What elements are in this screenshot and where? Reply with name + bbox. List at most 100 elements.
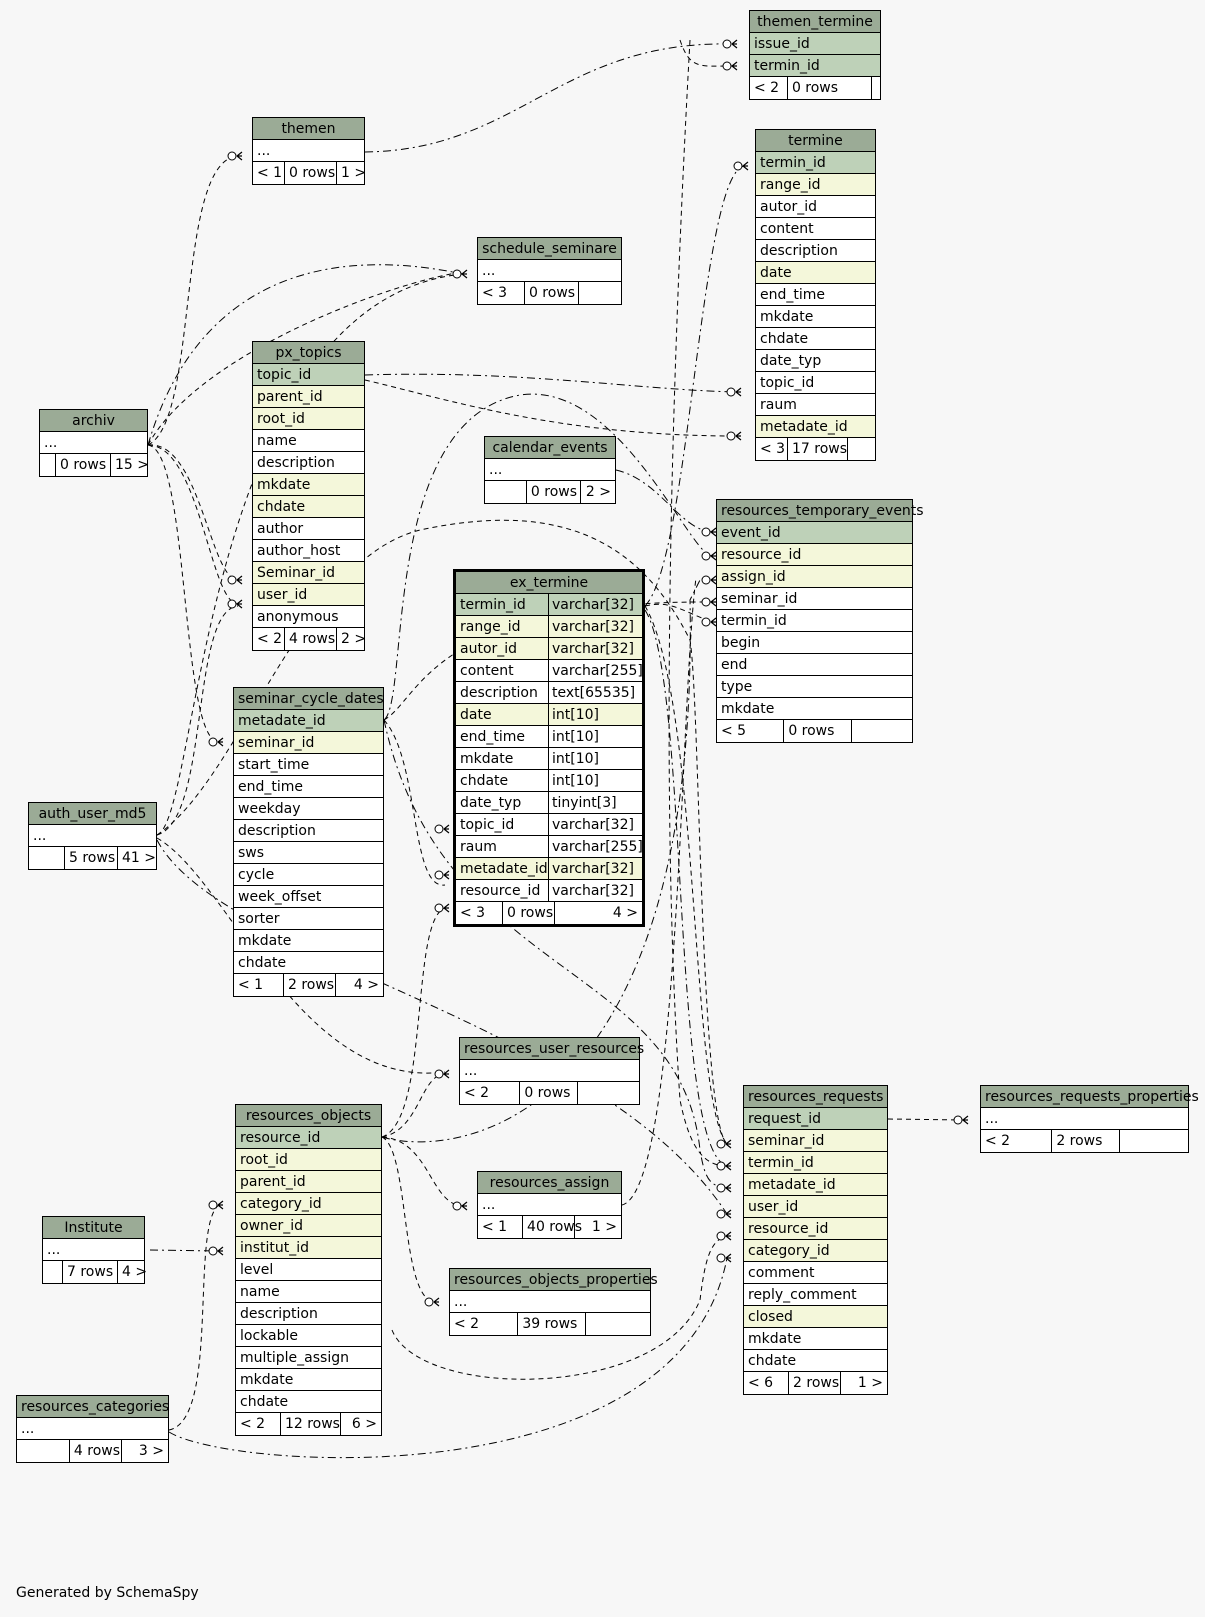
column-row[interactable]: ... [485,459,615,481]
column-row[interactable]: Seminar_id [253,562,364,584]
column-row[interactable]: resource_id [236,1127,381,1149]
footer-row-count[interactable]: 0 rows [519,1082,576,1104]
column-row[interactable]: seminar_id [717,588,912,610]
footer-children[interactable]: 2 > [336,628,366,650]
footer-parents[interactable]: < 2 [240,1416,266,1432]
column-row[interactable]: sws [234,842,383,864]
footer-children[interactable] [1118,1130,1188,1152]
column-row[interactable]: termin_id [717,610,912,632]
column-row[interactable]: mkdate [253,474,364,496]
footer-row-count[interactable]: 39 rows [517,1313,584,1335]
column-row[interactable]: ... [40,432,147,454]
column-row[interactable]: chdate [234,952,383,974]
column-row[interactable]: week_offset [234,886,383,908]
column-row[interactable]: ... [981,1108,1188,1130]
column-row[interactable]: level [236,1259,381,1281]
footer-parents[interactable]: < 6 [748,1375,774,1391]
footer-parents[interactable]: < 2 [454,1316,480,1332]
footer-parents[interactable]: < 3 [760,441,786,457]
column-row[interactable]: ... [43,1239,144,1261]
column-row[interactable]: description [236,1303,381,1325]
column-row[interactable]: end [717,654,912,676]
footer-row-count[interactable]: 2 rows [788,1372,840,1394]
footer-children[interactable]: 1 > [336,162,366,184]
column-row[interactable]: ... [29,825,156,847]
footer-children[interactable] [847,438,875,460]
column-row[interactable]: termin_id [756,152,875,174]
column-row[interactable]: description [756,240,875,262]
footer-children[interactable]: 6 > [339,1413,381,1435]
column-row[interactable]: end_time [234,776,383,798]
footer-children[interactable]: 1 > [840,1372,887,1394]
column-row[interactable]: multiple_assign [236,1347,381,1369]
column-row[interactable]: autor_id [756,196,875,218]
footer-children[interactable] [576,1082,639,1104]
footer-parents[interactable]: < 2 [754,80,780,96]
column-row[interactable]: name [253,430,364,452]
footer-children[interactable] [577,282,621,304]
footer-children[interactable]: 15 > [110,454,149,476]
column-row[interactable]: reply_comment [744,1284,887,1306]
column-row[interactable]: issue_id [750,33,880,55]
column-row[interactable]: sorter [234,908,383,930]
footer-parents[interactable] [17,1440,69,1462]
column-row[interactable]: resource_id [744,1218,887,1240]
footer-children[interactable]: 2 > [579,481,615,503]
column-row[interactable]: institut_id [236,1237,381,1259]
footer-row-count[interactable]: 40 rows [522,1216,582,1238]
footer-parents[interactable] [29,847,64,869]
column-row[interactable]: ... [478,1194,621,1216]
column-row[interactable]: mkdate [744,1328,887,1350]
column-row[interactable]: mkdate [717,698,912,720]
column-row[interactable]: date [756,262,875,284]
footer-children[interactable]: 4 > [334,974,383,996]
column-row[interactable]: description [253,452,364,474]
column-row[interactable]: date_typ [756,350,875,372]
column-row[interactable]: event_id [717,522,912,544]
footer-children[interactable] [850,720,912,742]
footer-children[interactable]: 41 > [117,847,156,869]
column-row[interactable]: seminar_id [234,732,383,754]
column-row[interactable]: name [236,1281,381,1303]
footer-row-count[interactable]: 0 rows [55,454,110,476]
column-row[interactable]: cycle [234,864,383,886]
footer-row-count[interactable]: 0 rows [502,902,554,924]
footer-parents[interactable]: < 5 [721,723,747,739]
column-row[interactable]: termin_id [744,1152,887,1174]
footer-children[interactable]: 3 > [120,1440,168,1462]
column-row[interactable]: topic_id [756,372,875,394]
footer-parents[interactable] [40,454,55,476]
footer-parents[interactable]: < 2 [985,1133,1011,1149]
footer-row-count[interactable]: 12 rows [279,1413,340,1435]
column-row[interactable]: resource_id [717,544,912,566]
column-row[interactable]: user_id [253,584,364,606]
column-row[interactable]: content [756,218,875,240]
column-row[interactable]: chdate [744,1350,887,1372]
footer-row-count[interactable]: 4 rows [284,628,336,650]
column-row[interactable]: seminar_id [744,1130,887,1152]
column-row[interactable]: metadate_id [234,710,383,732]
footer-row-count[interactable]: 0 rows [523,282,578,304]
column-row[interactable]: raum [756,394,875,416]
column-row[interactable]: start_time [234,754,383,776]
footer-parents[interactable]: < 1 [257,165,283,181]
footer-row-count[interactable]: 7 rows [62,1261,117,1283]
column-row[interactable]: weekday [234,798,383,820]
footer-row-count[interactable]: 0 rows [783,720,850,742]
footer-row-count[interactable]: 0 rows [284,162,336,184]
column-row[interactable]: mkdate [236,1369,381,1391]
column-row[interactable]: ... [17,1418,168,1440]
column-row[interactable]: comment [744,1262,887,1284]
footer-row-count[interactable]: 17 rows [787,438,847,460]
column-row[interactable]: request_id [744,1108,887,1130]
